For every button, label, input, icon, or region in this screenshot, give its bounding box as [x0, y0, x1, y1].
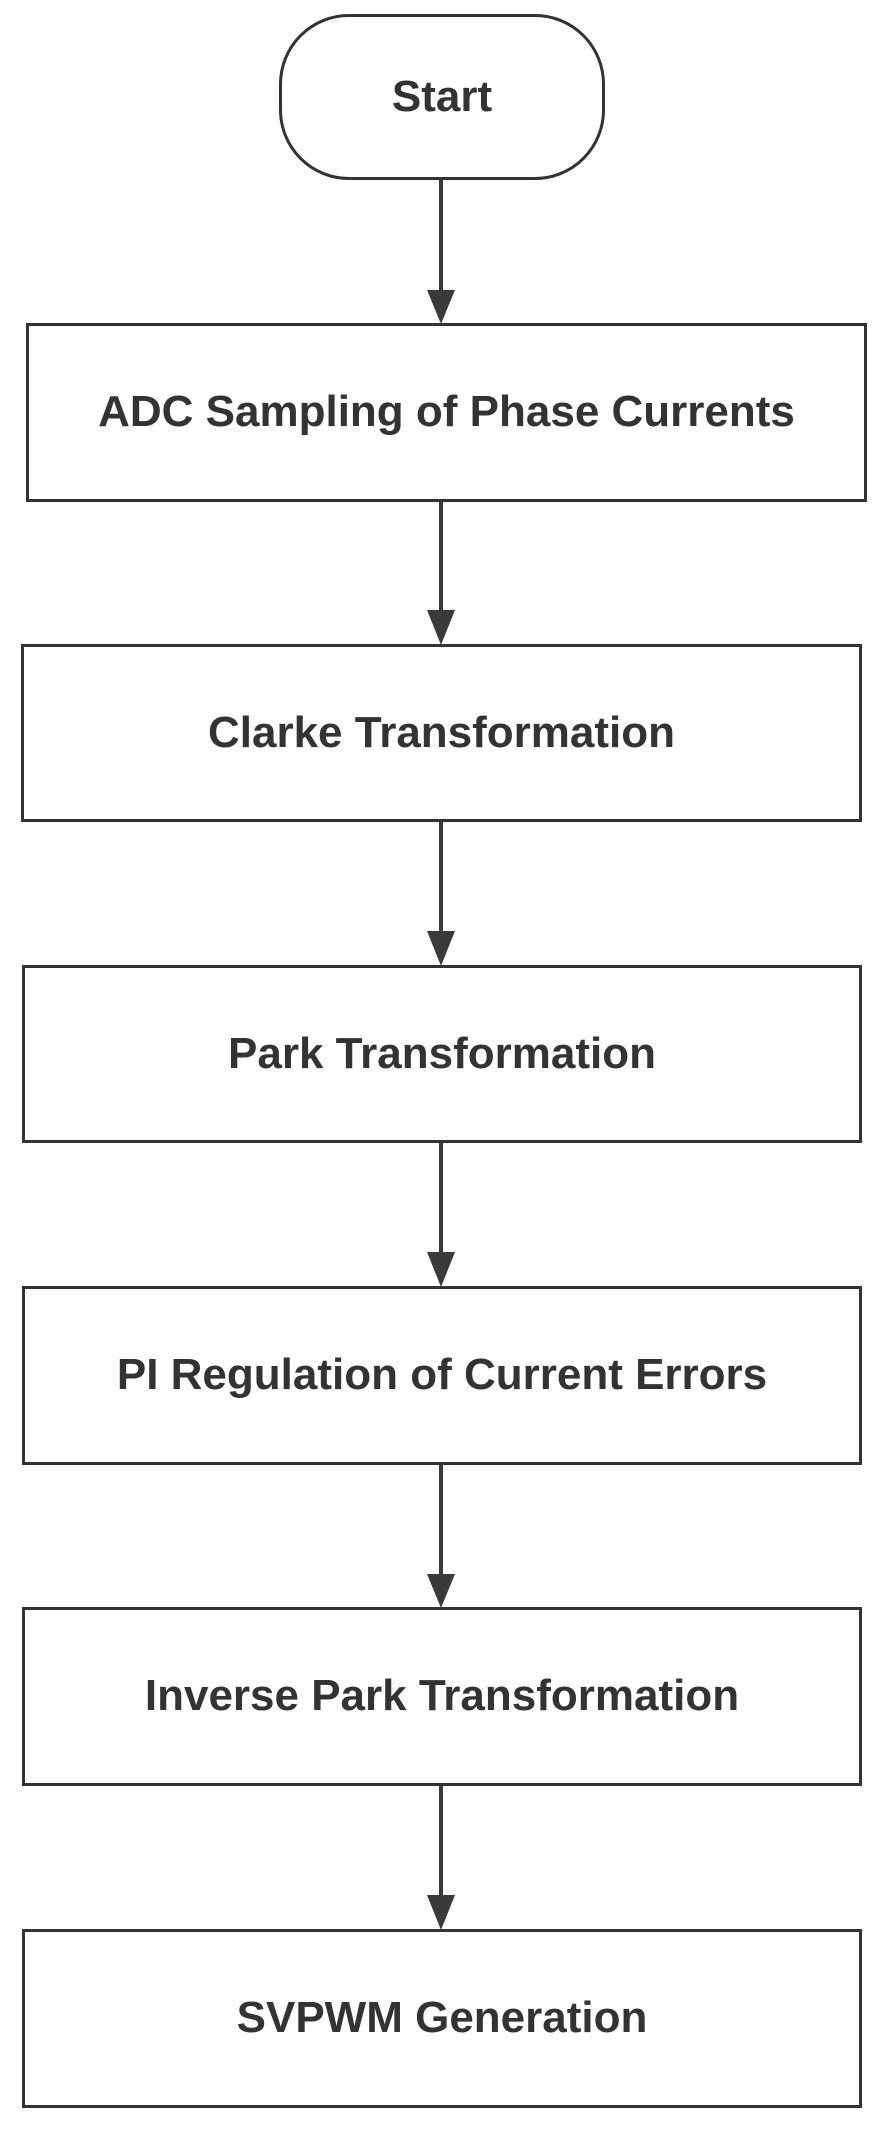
inverse-park-transformation-label: Inverse Park Transformation: [144, 1671, 740, 1721]
start-label: Start: [391, 71, 493, 121]
adc-sampling-step: ADC Sampling of Phase Currents: [26, 323, 867, 502]
svpwm-generation-label: SVPWM Generation: [236, 1993, 648, 2043]
inverse-park-transformation-step: Inverse Park Transformation: [22, 1607, 862, 1786]
park-transformation-label: Park Transformation: [228, 1028, 656, 1078]
arrow-inverse-park-to-svpwm: [427, 1786, 455, 1930]
park-transformation-step: Park Transformation: [22, 965, 862, 1143]
arrow-clarke-to-park: [427, 822, 455, 966]
arrow-park-to-pi: [427, 1143, 455, 1287]
adc-sampling-label: ADC Sampling of Phase Currents: [98, 387, 795, 437]
clarke-transformation-step: Clarke Transformation: [21, 644, 862, 822]
pi-regulation-step: PI Regulation of Current Errors: [22, 1286, 862, 1465]
pi-regulation-label: PI Regulation of Current Errors: [116, 1350, 768, 1400]
start-node: Start: [279, 14, 605, 180]
arrow-pi-to-inverse-park: [427, 1465, 455, 1608]
arrow-start-to-adc: [427, 180, 455, 324]
clarke-transformation-label: Clarke Transformation: [207, 707, 676, 757]
arrow-adc-to-clarke: [427, 502, 455, 645]
svpwm-generation-step: SVPWM Generation: [22, 1929, 862, 2108]
